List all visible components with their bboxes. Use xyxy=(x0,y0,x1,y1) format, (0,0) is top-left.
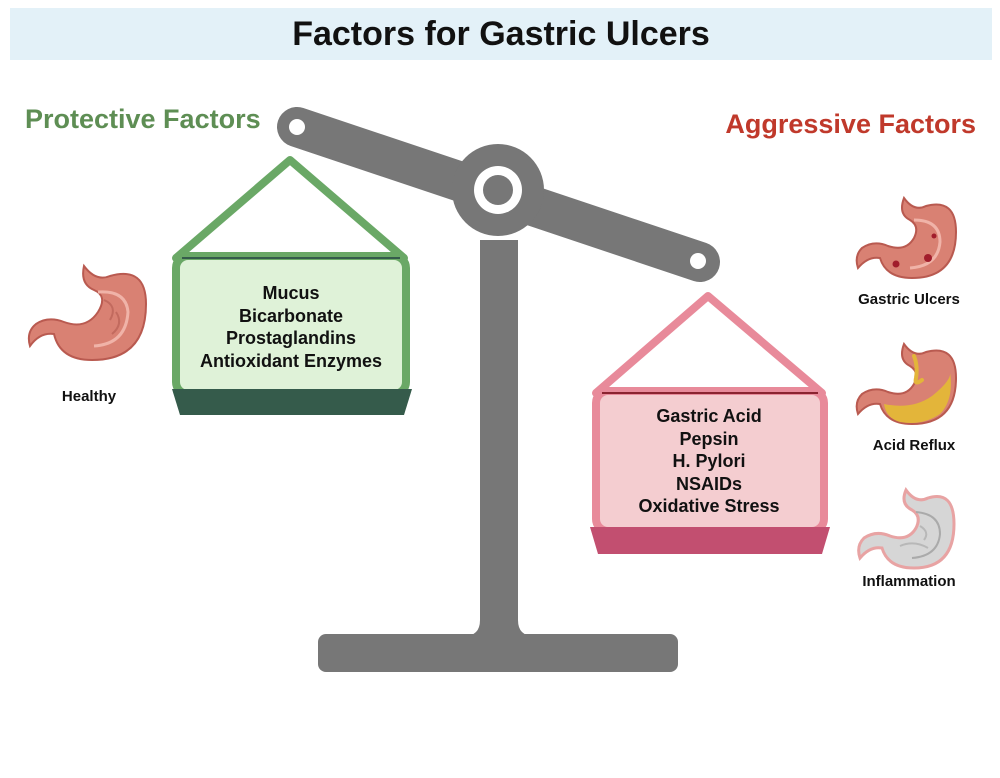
scale-base xyxy=(318,634,678,672)
beam-right-pivot xyxy=(690,253,706,269)
protective-factors-list: Mucus Bicarbonate Prostaglandins Antioxi… xyxy=(178,282,404,372)
scale-post xyxy=(480,240,518,636)
scale-hub-center xyxy=(483,175,513,205)
page-title: Factors for Gastric Ulcers xyxy=(292,14,710,53)
beam-left-pivot xyxy=(289,119,305,135)
aggressive-item: NSAIDs xyxy=(675,473,742,494)
aggressive-factors-list: Gastric Acid Pepsin H. Pylori NSAIDs Oxi… xyxy=(598,405,820,518)
protective-item: Bicarbonate xyxy=(238,305,344,326)
protective-pan xyxy=(172,156,412,415)
aggressive-item: Gastric Acid xyxy=(656,406,762,426)
aggressive-factors-heading: Aggressive Factors xyxy=(725,109,976,139)
protective-item: Prostaglandins xyxy=(225,328,357,348)
aggressive-item: Pepsin xyxy=(679,428,739,449)
acid-reflux-label: Acid Reflux xyxy=(872,437,956,454)
protective-item: Mucus xyxy=(262,283,320,303)
healthy-stomach-icon xyxy=(27,263,148,362)
gastric-ulcers-label: Gastric Ulcers xyxy=(858,291,960,308)
aggressive-pan xyxy=(590,292,830,554)
inflammation-label: Inflammation xyxy=(862,573,956,590)
aggressive-item: Oxidative Stress xyxy=(638,496,780,516)
gastric-ulcer-stomach-icon xyxy=(855,195,958,280)
scale-post-foot xyxy=(464,620,534,636)
aggressive-item: H. Pylori xyxy=(672,451,746,471)
protective-item: Antioxidant Enzymes xyxy=(199,350,383,371)
protective-factors-heading: Protective Factors xyxy=(25,104,261,134)
inflammation-stomach-icon xyxy=(857,486,956,570)
acid-reflux-stomach-icon xyxy=(855,341,958,426)
healthy-label: Healthy xyxy=(61,388,117,405)
title-bar: Factors for Gastric Ulcers xyxy=(10,8,992,60)
